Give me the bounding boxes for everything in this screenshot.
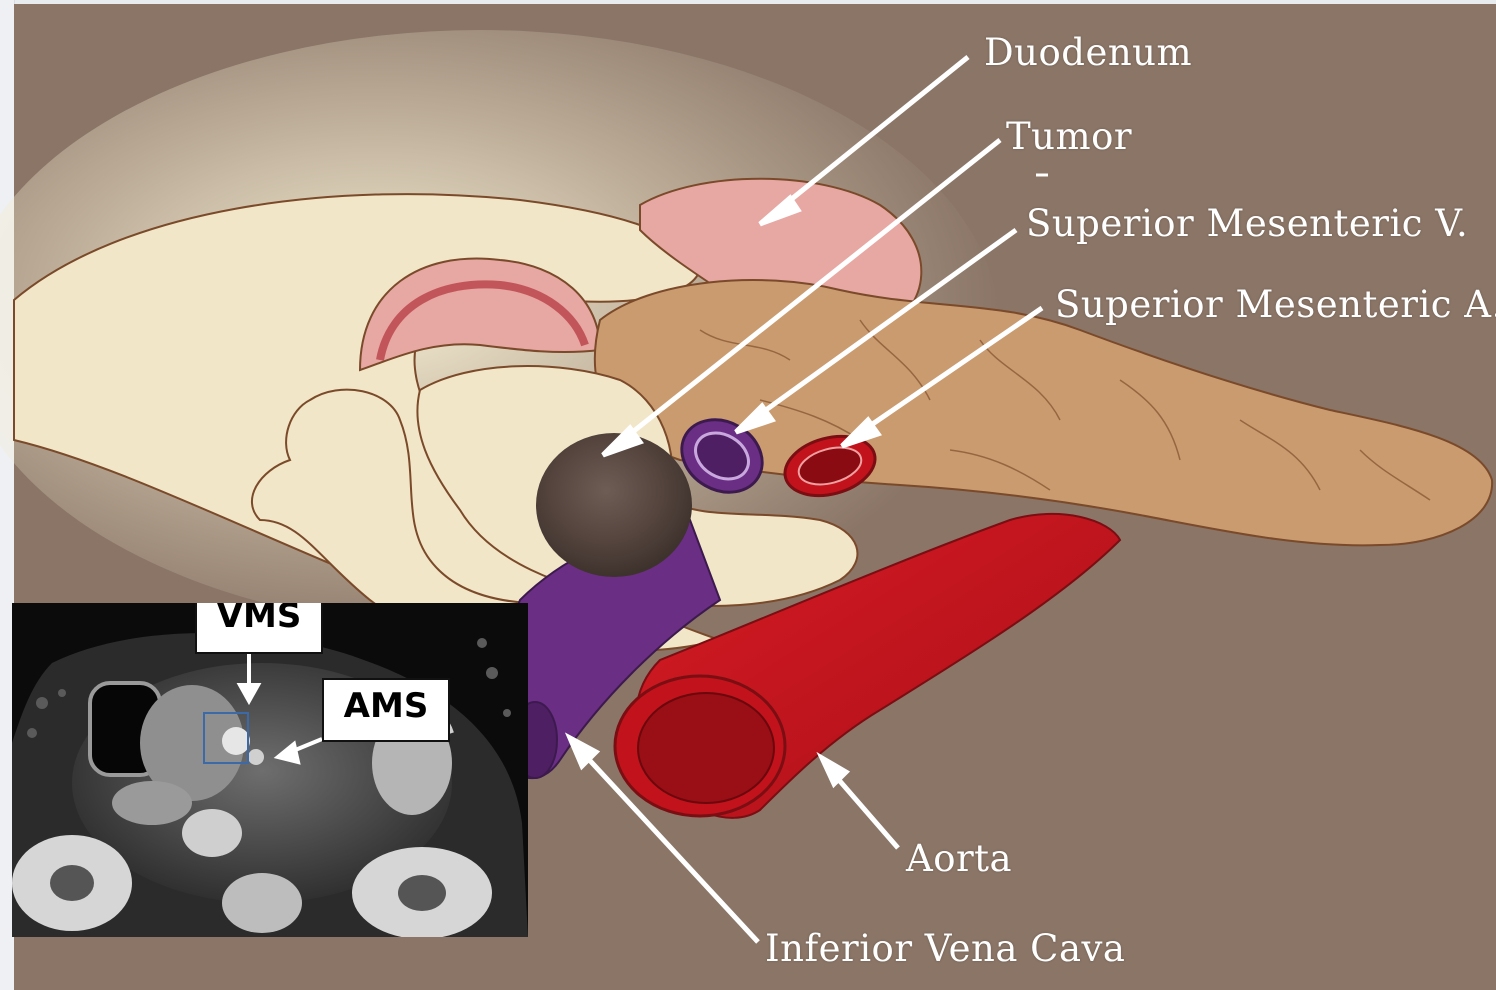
label-superior-mesenteric-artery: Superior Mesenteric A.	[1055, 286, 1496, 323]
ams-label: AMS	[322, 678, 450, 742]
label-superior-mesenteric-vein: Superior Mesenteric V.	[1026, 205, 1468, 242]
label-inferior-vena-cava: Inferior Vena Cava	[765, 930, 1125, 967]
tumor-mass	[536, 433, 692, 577]
label-tumor: Tumor	[1006, 118, 1132, 155]
ct-scan-inset: VMS AMS	[12, 603, 528, 937]
vms-label: VMS	[195, 603, 323, 654]
label-aorta: Aorta	[906, 840, 1012, 877]
label-duodenum: Duodenum	[984, 34, 1192, 71]
